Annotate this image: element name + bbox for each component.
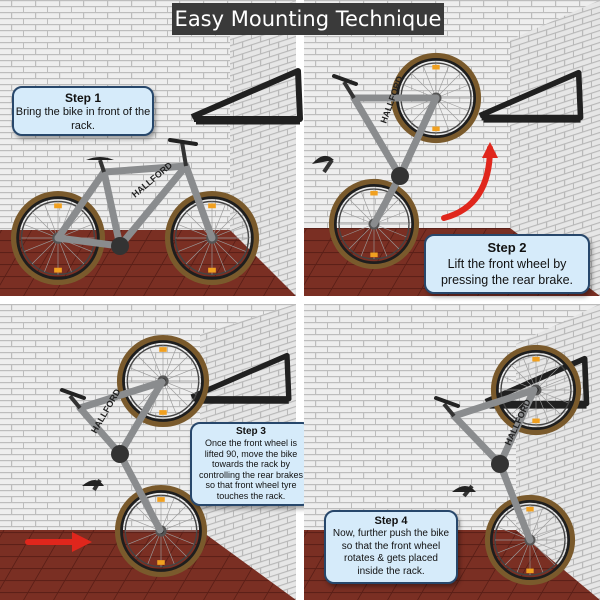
step-2-title: Step 2 (487, 240, 527, 255)
step-2-panel: HALLFORD Step 2 Lift the front wheel by … (304, 0, 600, 296)
step-1-callout: Step 1 Bring the bike in front of the ra… (12, 86, 154, 136)
lift-arrow-icon (441, 145, 493, 221)
step-3-callout: Step 3 Once the front wheel is lifted 90… (190, 422, 312, 506)
step-1-panel: HALLFORD Step 1 Bring the bike in front … (0, 0, 296, 296)
step-4-callout: Step 4 Now, further push the bike so tha… (324, 510, 458, 584)
step-3-title: Step 3 (235, 426, 266, 437)
step-4-title: Step 4 (374, 515, 408, 527)
step-3-text: Once the front wheel is lifted 90, move … (198, 438, 304, 501)
bicycle-icon: HALLFORD (14, 138, 256, 282)
lift-arrow-head-icon (482, 142, 498, 158)
motion-arrow-icon (25, 532, 92, 552)
step-1-text: Bring the bike in front of the rack. (15, 106, 151, 132)
step-1-scene: HALLFORD (0, 0, 296, 296)
step-4-panel: HALLFORD Step 4 Now, further push the bi… (304, 304, 600, 600)
step-2-text: Lift the front wheel by pressing the rea… (440, 257, 573, 287)
step-4-text: Now, further push the bike so that the f… (332, 528, 450, 577)
step-1-title: Step 1 (64, 91, 101, 105)
page-title: Easy Mounting Technique (172, 3, 444, 35)
step-3-panel: HALLFORD Step 3 Once the front wheel is … (0, 304, 312, 600)
step-2-callout: Step 2 Lift the front wheel by pressing … (424, 234, 590, 294)
